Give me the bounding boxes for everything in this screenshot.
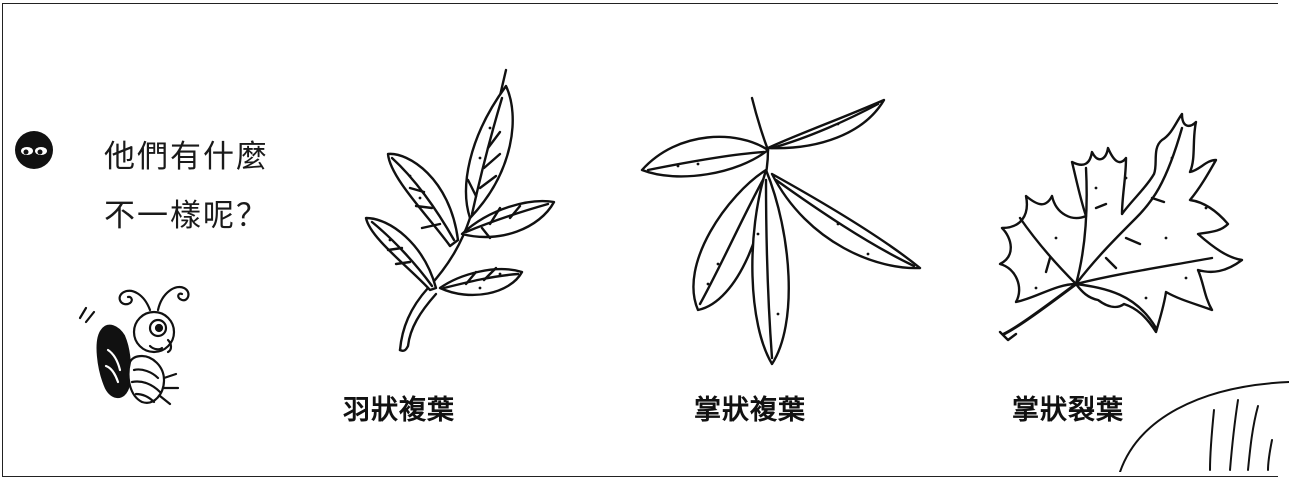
leaf-label-pinnate: 羽狀複葉 xyxy=(343,395,455,426)
palmate-lobed-leaf xyxy=(976,88,1276,360)
palmate-lobed-leaf-illustration xyxy=(998,112,1244,342)
bee-illustration xyxy=(78,285,190,406)
pinnate-compound-leaf xyxy=(350,68,560,358)
leaf-label-palmate-compound: 掌狀複葉 xyxy=(694,395,806,426)
question-line-2: 不一樣呢？ xyxy=(104,198,269,234)
pinnate-leaf-illustration xyxy=(364,68,556,352)
question-line-1: 他們有什麼 xyxy=(104,139,269,175)
eyes-icon xyxy=(15,131,53,169)
palmate-compound-leaf-illustration xyxy=(640,96,922,366)
corner-sketch-illustration xyxy=(1119,381,1289,472)
leaf-label-palmate-lobed: 掌狀裂葉 xyxy=(1012,395,1124,426)
palmate-compound-leaf xyxy=(638,94,938,384)
